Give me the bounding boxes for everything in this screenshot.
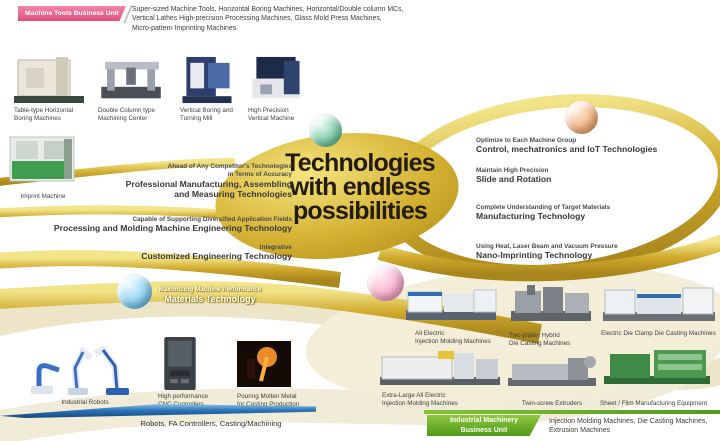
tech-caption: Ahead of Any Competitor's Technologies i… (167, 163, 292, 179)
all-electric-injection-molding-machine-image (404, 284, 500, 333)
twin-screw-extruder-image (506, 348, 598, 397)
machine-tools-badge-label: Machine Tools Business Unit (25, 10, 119, 17)
machine-tools-products-summary: Super-sized Machine Tools, Horizontal Bo… (132, 6, 404, 32)
tech-block-customized-engineering: Integrative Customized Engineering Techn… (60, 244, 292, 262)
tech-block-control-iot: Optimize to Each Machine Group Control, … (476, 137, 716, 155)
tech-block-materials: Maximizing Machine Performance Materials… (135, 286, 285, 305)
machine-label: Double Column type Machining Center (98, 107, 156, 123)
machine-tools-badge: Machine Tools Business Unit (18, 6, 126, 21)
tech-name: Professional Manufacturing, Assembling a… (125, 178, 292, 199)
machine-label: Industrial Robots (61, 399, 109, 406)
two-platen-hybrid-die-casting-machine-image (507, 283, 595, 334)
tech-name: Processing and Molding Machine Engineeri… (53, 223, 292, 234)
orange-sphere-decoration (565, 101, 598, 134)
tech-block-manufacturing-technology: Complete Understanding of Target Materia… (476, 204, 716, 222)
tech-caption: Complete Understanding of Target Materia… (476, 204, 611, 211)
high-precision-vertical-machine-image (246, 55, 306, 111)
machine-label: Sheet / Film Manufacturing Equipment (600, 400, 708, 407)
sheet-film-manufacturing-equipment-image (600, 346, 714, 395)
tech-name: Materials Technology (164, 294, 256, 305)
green-sphere-decoration (309, 114, 342, 147)
tech-caption: Maximizing Machine Performance (158, 286, 262, 293)
table-type-horizontal-boring-machine-image (12, 56, 88, 111)
machine-label: Table-type Horizontal Boring Machines (14, 107, 74, 123)
tech-block-professional-manufacturing: Ahead of Any Competitor's Technologies i… (60, 163, 292, 199)
machine-label: High Precision Vertical Machine (248, 107, 295, 123)
page-title: Technologies with endless possibilities (285, 149, 435, 225)
industrial-machinery-badge: Industrial Machinery Business Unit (427, 415, 541, 436)
tech-block-processing-molding: Capable of Supporting Diversified Applic… (14, 216, 292, 234)
machine-label: Vertical Boring and Turning Mill (180, 107, 233, 123)
electric-die-clamp-die-casting-machine-image (601, 284, 717, 333)
machine-label: Pouring Molten Metal for Casting Product… (237, 393, 300, 409)
machine-label: Electric Die Clamp Die Casting Machines (601, 330, 716, 337)
tech-block-slide-rotation: Maintain High Precision Slide and Rotati… (476, 167, 716, 185)
tech-name: Customized Engineering Technology (141, 251, 292, 262)
tech-block-nano-imprinting: Using Heat, Laser Beam and Vacuum Pressu… (476, 243, 716, 261)
extra-large-injection-molding-machine-image (378, 347, 502, 396)
tech-caption: Using Heat, Laser Beam and Vacuum Pressu… (476, 243, 618, 250)
tech-caption: Maintain High Precision (476, 167, 549, 174)
industrial-machinery-green-bar (424, 410, 720, 414)
tech-caption: Capable of Supporting Diversified Applic… (132, 216, 292, 223)
industrial-machinery-products-summary: Injection Molding Machines, Die Casting … (549, 418, 708, 435)
tech-caption: Integrative (259, 244, 292, 251)
machine-label: Extra-Large All Electric Injection Moldi… (382, 392, 458, 408)
tech-name: Manufacturing Technology (476, 211, 586, 222)
tech-name: Slide and Rotation (476, 174, 552, 185)
vertical-boring-turning-mill-image (178, 55, 236, 111)
pink-sphere-decoration (367, 264, 404, 301)
robots-banner-label: Robots, FA Controllers, Casting/Machinin… (140, 419, 282, 428)
tech-name: Nano-Imprinting Technology (476, 250, 593, 261)
tech-name: Control, mechatronics and IoT Technologi… (476, 144, 658, 155)
machine-label: Imprint Machine (20, 193, 66, 200)
imprint-machine-image (8, 133, 78, 195)
tech-caption: Optimize to Each Machine Group (476, 137, 577, 144)
molten-metal-casting-photo (237, 341, 291, 392)
industrial-robots-image (25, 338, 137, 401)
machine-label: Twin-screw Extruders (521, 400, 583, 407)
machine-label: Two-platen Hybrid Die Casting Machines (509, 332, 571, 348)
double-column-machining-center-image (96, 58, 168, 111)
cnc-controller-image (160, 335, 200, 397)
blue-sphere-decoration (117, 274, 152, 309)
machine-label: All Electric Injection Molding Machines (415, 330, 491, 346)
